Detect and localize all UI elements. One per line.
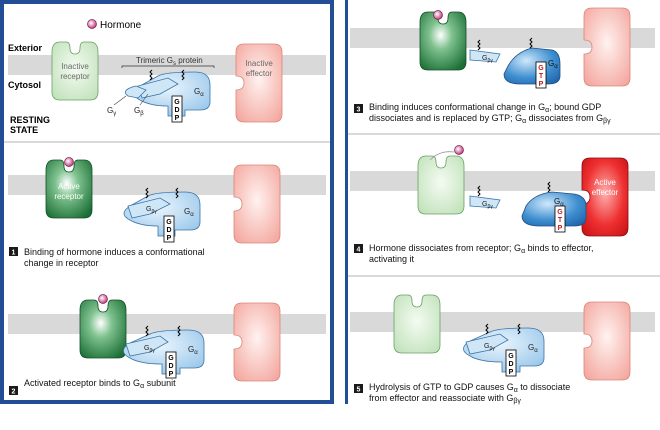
g-betagamma-label-step-5: Gβγ (484, 343, 495, 352)
inactive-receptor-label-1: Inactive (61, 62, 89, 71)
gdp-p-2: P (169, 371, 174, 378)
step-1-text-2: change in receptor (24, 258, 99, 268)
g-protein-step-1 (123, 187, 201, 243)
gtp-t-3: T (539, 73, 544, 80)
hormone-label: Hormone (100, 20, 142, 31)
step-5-text-2: from effector and reassociate with Gβγ (369, 393, 521, 405)
receptor-step-5 (393, 294, 441, 354)
cytosol-label: Cytosol (8, 80, 41, 90)
gdp-p-5: P (509, 369, 514, 376)
g-gamma-label: Gγ (107, 106, 116, 117)
gdp-g-5: G (508, 353, 514, 360)
active-effector-label-1: Active (594, 178, 616, 187)
gdp-p: P (175, 115, 180, 122)
inactive-effector-label-1: Inactive (245, 59, 273, 68)
g-alpha-label-step-1: Gα (184, 207, 194, 218)
active-effector-step-4 (581, 157, 629, 237)
inactive-effector (235, 43, 283, 123)
g-betagamma-label-step-3: Gβγ (482, 55, 493, 64)
inactive-effector-step-5 (583, 301, 631, 381)
gtp-p-3: P (539, 81, 544, 88)
gtp-g-3: G (538, 65, 544, 72)
step-4-number: 4 (357, 247, 361, 254)
gdp-p-1: P (167, 235, 172, 242)
step-4-text-1: Hormone dissociates from receptor; Gα bi… (369, 243, 594, 255)
gtp-g-4: G (557, 209, 563, 216)
active-receptor-step-2 (79, 299, 127, 359)
inactive-effector-step-1 (233, 164, 281, 244)
step-2-badge (9, 386, 18, 395)
gdp-d-2: D (168, 363, 173, 370)
gtp-t-4: T (558, 217, 563, 224)
step-4-text-2: activating it (369, 254, 415, 264)
step-5-text-1: Hydrolysis of GTP to GDP causes Gα to di… (369, 382, 570, 394)
g-alpha-label-step-4: Gα (554, 197, 564, 208)
exterior-label: Exterior (8, 43, 43, 53)
trimeric-bracket (121, 65, 215, 68)
resting-state-label-1: RESTING (10, 115, 50, 125)
trimeric-label: Trimeric Gs protein (136, 56, 203, 67)
g-protein-resting (124, 69, 211, 123)
resting-state-label-2: STATE (10, 125, 38, 135)
inactive-effector-label-2: effector (246, 69, 273, 78)
step-3-text-1: Binding induces conformational change in… (369, 102, 601, 114)
inactive-receptor (51, 41, 99, 101)
hormone-step-1 (64, 157, 74, 167)
g-alpha-label-step-5: Gα (528, 343, 538, 354)
hormone-step-3 (433, 10, 443, 20)
step-1-text-1: Binding of hormone induces a conformatio… (24, 247, 205, 257)
receptor-step-4 (417, 155, 465, 215)
gdp-d-5: D (508, 361, 513, 368)
hormone-legend-dot (87, 19, 97, 29)
g-gamma-leader (113, 95, 127, 106)
step-3-number: 3 (357, 107, 361, 114)
step-1-badge (9, 247, 18, 256)
step-3-badge (354, 104, 363, 113)
g-protein-step-5 (463, 323, 545, 377)
gdp-d-1: D (166, 227, 171, 234)
g-betagamma-step-4 (469, 195, 501, 209)
active-receptor-label-1: Active (58, 182, 80, 191)
g-betagamma-label-step-4: Gβγ (482, 201, 493, 210)
active-receptor-step-3 (419, 11, 467, 71)
g-alpha-label: Gα (194, 87, 204, 98)
inactive-effector-step-2 (233, 302, 281, 382)
inactive-receptor-label-2: receptor (60, 72, 90, 81)
step-5-badge (354, 384, 363, 393)
gdp-g-2: G (168, 355, 174, 362)
g-betagamma-step-3 (469, 49, 501, 63)
g-beta-label: Gβ (134, 106, 144, 117)
step-4-badge (354, 244, 363, 253)
active-receptor-label-2: receptor (54, 192, 84, 201)
g-betagamma-label-step-1: Gβγ (146, 206, 157, 215)
step-3-text-2: dissociates and is replaced by GTP; Gα d… (369, 113, 611, 125)
step-2-text: Activated receptor binds to Gα subunit (24, 378, 176, 390)
gtp-p-4: P (558, 225, 563, 232)
step-2-number: 2 (12, 389, 16, 396)
hormone-step-2 (98, 294, 108, 304)
panel-divider (345, 0, 348, 404)
gtp-box-step-3 (535, 61, 547, 89)
active-effector-label-2: effector (592, 188, 619, 197)
g-alpha-label-step-3: Gα (548, 59, 558, 70)
gtp-box-step-4 (554, 205, 566, 233)
g-alpha-label-step-2: Gα (188, 345, 198, 356)
g-beta-leader (139, 93, 149, 106)
g-betagamma-label-step-2: Gβγ (144, 345, 155, 354)
gdp-g: G (174, 99, 180, 106)
hormone-step-4 (454, 145, 464, 155)
g-alpha-active-step-4 (521, 191, 587, 227)
gdp-d: D (174, 107, 179, 114)
g-protein-step-2 (123, 325, 205, 379)
hormone-release-path (429, 151, 455, 161)
gdp-g-1: G (166, 219, 172, 226)
step-1-number: 1 (12, 250, 16, 257)
step-5-number: 5 (357, 387, 361, 394)
